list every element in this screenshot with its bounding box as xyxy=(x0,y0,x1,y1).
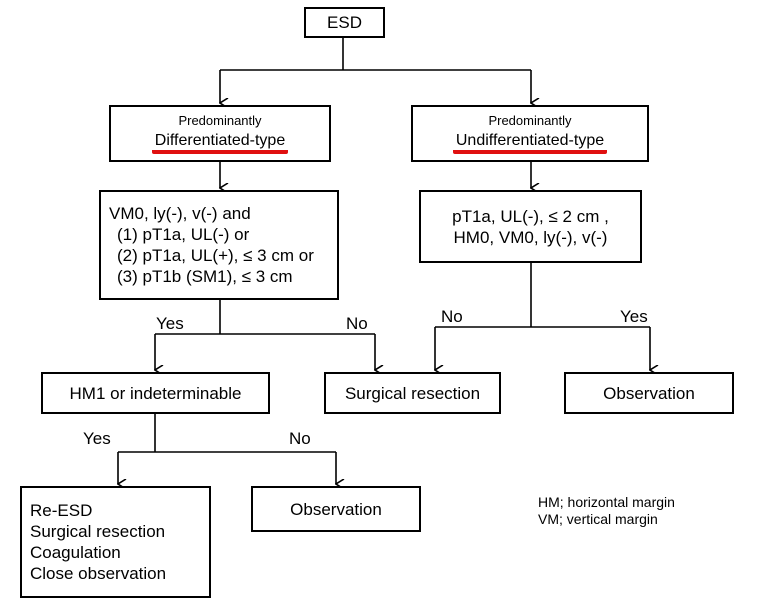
edge-label-yes-right: Yes xyxy=(620,307,648,326)
abbreviation-legend: HM; horizontal margin VM; vertical margi… xyxy=(538,494,675,528)
edge-label-yes-bottom: Yes xyxy=(83,429,111,448)
criteria-line: pT1a, UL(-), ≤ 2 cm , xyxy=(452,206,609,226)
undifferentiated-criteria-box: pT1a, UL(-), ≤ 2 cm , HM0, VM0, ly(-), v… xyxy=(419,190,642,263)
legend-hm: HM; horizontal margin xyxy=(538,494,675,510)
differentiated-criteria-box: VM0, ly(-), v(-) and (1) pT1a, UL(-) or … xyxy=(99,190,339,300)
edge-label-yes-left: Yes xyxy=(156,314,184,333)
option-item: Coagulation xyxy=(30,543,121,562)
surgical-resection-box: Surgical resection xyxy=(324,372,501,414)
criteria-line: (2) pT1a, UL(+), ≤ 3 cm or xyxy=(117,246,314,265)
edge-label-no-mid: No xyxy=(346,314,368,333)
edge-label-no-bottom: No xyxy=(289,429,311,448)
criteria-line: VM0, ly(-), v(-) and xyxy=(109,204,251,223)
observation-bottom-box: Observation xyxy=(251,486,421,532)
differentiated-type-label: Differentiated-type xyxy=(151,131,289,154)
criteria-line: (3) pT1b (SM1), ≤ 3 cm xyxy=(117,267,293,286)
esd-label: ESD xyxy=(327,13,362,32)
criteria-line: (1) pT1a, UL(-) or xyxy=(117,225,250,244)
esd-box: ESD xyxy=(304,7,385,38)
hm1-label: HM1 or indeterminable xyxy=(69,383,242,403)
observation-bottom-label: Observation xyxy=(290,499,382,519)
observation-right-box: Observation xyxy=(564,372,734,414)
undifferentiated-predominantly: Predominantly xyxy=(488,113,572,128)
undifferentiated-type-box: Predominantly Undifferentiated-type xyxy=(411,105,649,162)
option-item: Close observation xyxy=(30,564,167,583)
differentiated-predominantly: Predominantly xyxy=(178,113,262,128)
undifferentiated-type-label: Undifferentiated-type xyxy=(452,131,608,154)
criteria-line: HM0, VM0, ly(-), v(-) xyxy=(453,227,608,247)
option-item: Re-ESD xyxy=(30,501,93,520)
differentiated-type-box: Predominantly Differentiated-type xyxy=(109,105,331,162)
observation-right-label: Observation xyxy=(603,383,695,403)
surgical-resection-label: Surgical resection xyxy=(344,383,481,403)
edge-label-no-right: No xyxy=(441,307,463,326)
legend-vm: VM; vertical margin xyxy=(538,511,658,527)
option-item: Surgical resection xyxy=(30,522,166,541)
options-box: Re-ESD Surgical resection Coagulation Cl… xyxy=(20,486,211,598)
hm1-box: HM1 or indeterminable xyxy=(41,372,270,414)
